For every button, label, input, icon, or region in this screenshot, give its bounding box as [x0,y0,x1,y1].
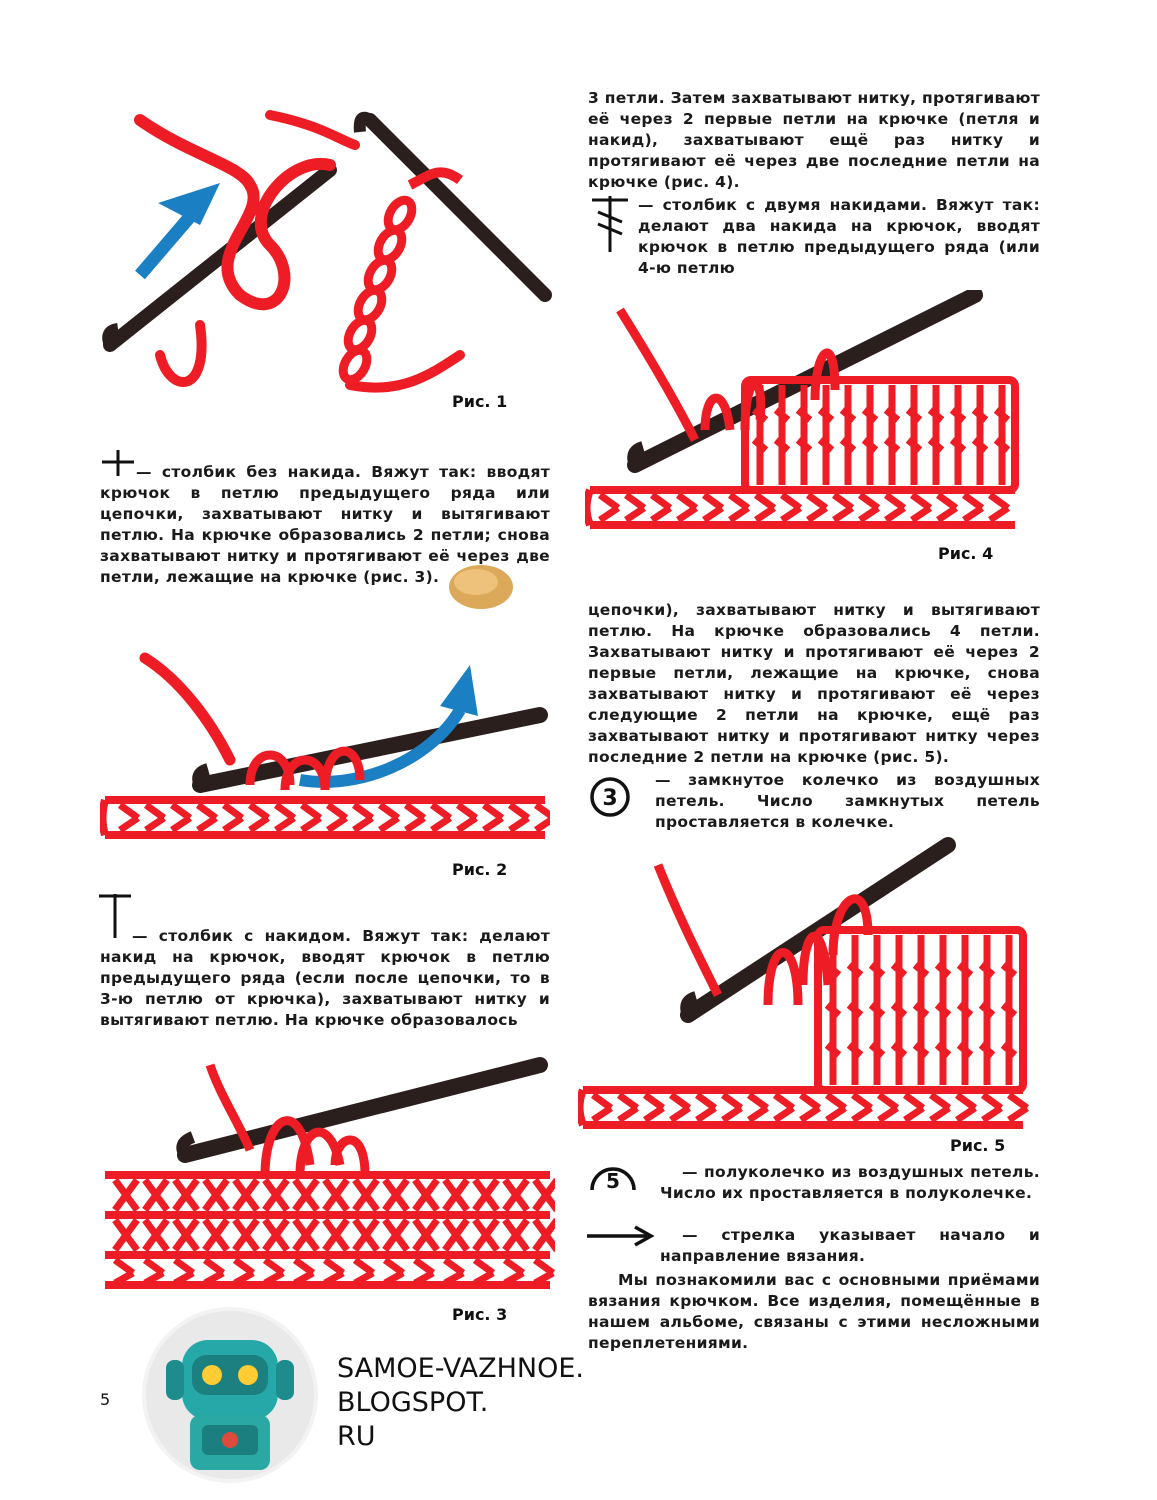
half-ring-description: — полуколечко из воздушных петель. Число… [660,1163,1040,1202]
robot-logo-icon [142,1307,318,1483]
treble-crochet-symbol-icon [592,196,628,252]
double-crochet-symbol-icon [99,894,131,938]
stain-mark [449,565,513,609]
figure-5-illustration [578,837,1030,1129]
figure-4-illustration [585,290,1019,529]
closing-paragraph: Мы познакомили вас с основными приёмами … [588,1271,1040,1352]
direction-arrow-icon [587,1225,655,1247]
figure-3-illustration [105,1057,555,1289]
figure-2-illustration [100,652,550,839]
figure-5-caption: Рис. 5 [950,1136,1006,1155]
single-crochet-symbol-icon [102,450,134,476]
figure-3-caption: Рис. 3 [452,1305,508,1324]
watermark-line-3: RU [337,1421,376,1452]
svg-text:3: 3 [602,786,617,811]
figure-1-illustration [102,110,552,393]
closed-ring-description: — замкнутое колечко из воздушных петель.… [655,771,1040,831]
half-ring-symbol-icon: 5 [590,1167,636,1193]
single-crochet-description: — столбик без накида. Вяжут так: вводят … [100,463,550,586]
svg-text:5: 5 [606,1169,620,1193]
treble-crochet-continued: цепочки), захватывают нитку и вытягивают… [588,601,1040,766]
treble-crochet-description: — столбик с двумя накидами. Вяжут так: д… [638,196,1040,277]
watermark-line-2: BLOGSPOT. [337,1387,489,1418]
page-number: 5 [100,1390,111,1409]
figure-1-caption: Рис. 1 [452,392,508,411]
double-crochet-description: — столбик с накидом. Вяжут так: делают н… [100,927,550,1029]
double-crochet-continued: 3 петли. Затем захватывают нитку, протяг… [588,89,1040,191]
arrow-description: — стрелка указывает начало и направление… [660,1226,1040,1265]
figure-4-caption: Рис. 4 [938,544,994,563]
closed-ring-symbol-icon: 3 [590,777,630,817]
watermark-line-1: SAMOE-VAZHNOE. [337,1353,584,1384]
figure-2-caption: Рис. 2 [452,860,508,879]
